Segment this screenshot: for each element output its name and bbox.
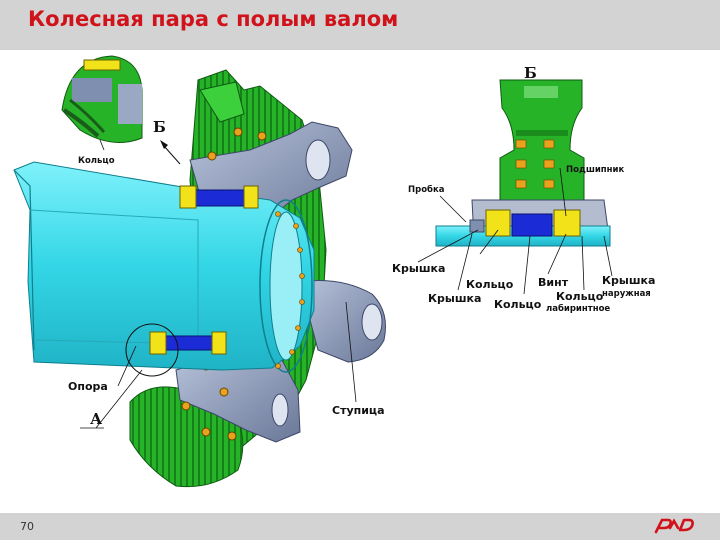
detail-ring-left xyxy=(485,209,511,237)
label-kryshka-1: Крышка xyxy=(392,262,445,275)
detail-ring-right xyxy=(553,209,581,237)
label-stupitsa: Ступица xyxy=(332,404,385,417)
main-assembly xyxy=(13,69,386,488)
label-koltso-lab-1: Кольцо xyxy=(556,290,604,303)
label-kryshka-2: Крышка xyxy=(428,292,481,305)
leader-vint xyxy=(547,233,567,275)
label-vint: Винт xyxy=(538,276,569,289)
bearing-bottom xyxy=(165,335,213,351)
leader-kryshka-naruzhnaya xyxy=(603,235,613,277)
footer-bar xyxy=(0,513,720,540)
hub-side-hole xyxy=(361,303,383,341)
label-b-arrow: Б xyxy=(153,118,166,136)
label-podshipnik: Подшипник xyxy=(566,165,625,175)
leader-kryshka-1 xyxy=(417,229,479,263)
leader-kryshka-2 xyxy=(457,233,473,291)
bearing-top xyxy=(195,189,245,207)
leader-koltso-1 xyxy=(479,229,499,255)
label-koltso-top: Кольцо xyxy=(78,156,115,166)
page-title: Колесная пара с полым валом xyxy=(28,7,399,31)
leader-a xyxy=(95,369,143,429)
label-kryshka-naruzhnaya-2: наружная xyxy=(602,289,651,299)
inset-ring-detail xyxy=(61,55,143,143)
wheelset-diagram: Кольцо Б xyxy=(13,55,655,488)
label-koltso-lab-2: лабиринтное xyxy=(546,303,610,314)
label-b-detail: Б xyxy=(524,64,537,82)
hub-top-hole xyxy=(305,139,331,181)
header-bar xyxy=(0,0,720,50)
leader-podshipnik xyxy=(559,167,567,217)
detail-b-assembly xyxy=(435,79,611,247)
b-arrow-head xyxy=(160,140,168,149)
label-probka: Пробка xyxy=(408,184,445,195)
b-arrow-line xyxy=(163,145,181,165)
label-a: А xyxy=(90,410,103,428)
leader-koltso-top xyxy=(99,139,105,151)
end-bolt-ring xyxy=(275,211,305,369)
leader-probka xyxy=(439,195,467,223)
label-koltso-1: Кольцо xyxy=(466,278,514,291)
label-koltso-2: Кольцо xyxy=(494,298,542,311)
detail-circle-a xyxy=(125,323,179,377)
shaft-end-rim xyxy=(259,199,313,373)
hub-side xyxy=(299,280,386,363)
leader-opora xyxy=(117,345,137,387)
gear-web-top xyxy=(199,81,245,123)
leader-stupitsa xyxy=(345,301,357,403)
page-number: 70 xyxy=(20,520,34,533)
label-kryshka-naruzhnaya-1: Крышка xyxy=(602,274,655,287)
leader-koltso-lab xyxy=(581,235,585,291)
label-opora: Опора xyxy=(68,380,108,393)
detail-bearing xyxy=(511,213,553,237)
leader-koltso-2 xyxy=(523,235,531,295)
rzd-logo-icon xyxy=(654,518,694,534)
shaft-bore xyxy=(269,211,303,361)
hub-bottom-hole xyxy=(271,393,289,427)
